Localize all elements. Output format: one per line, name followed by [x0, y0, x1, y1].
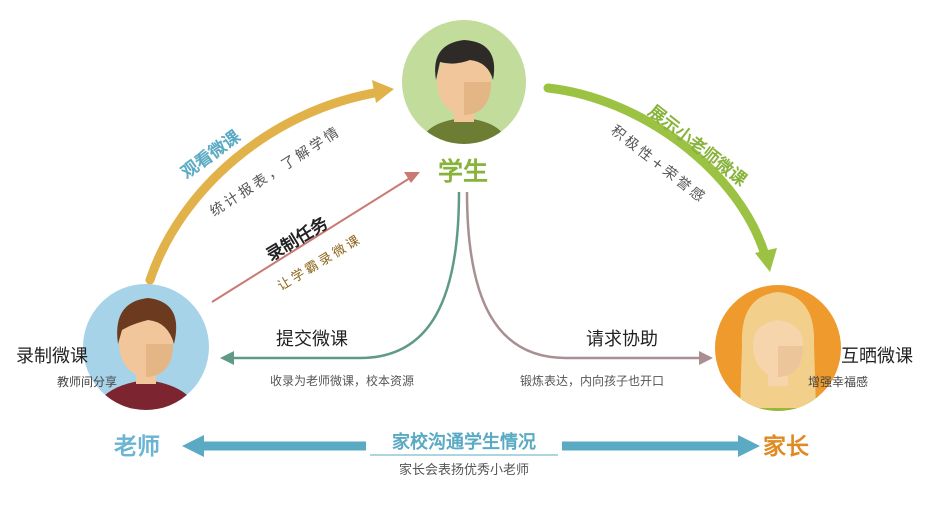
- watch-arrow: [145, 87, 385, 285]
- submit-title: 提交微课: [276, 329, 348, 350]
- show-arrowhead: [755, 248, 777, 272]
- submit-arrowhead: [220, 351, 234, 365]
- teacher-label: 老师: [113, 434, 160, 460]
- teacher-avatar: [83, 284, 209, 410]
- help-arrow: [465, 191, 700, 360]
- parent-avatar: [715, 285, 841, 411]
- submit-sub: 收录为老师微课，校本资源: [270, 373, 414, 388]
- share-sub: 增强幸福感: [808, 374, 868, 389]
- help-sub: 锻炼表达，内向孩子也开口: [520, 373, 664, 388]
- comm-sub: 家长会表扬优秀小老师: [399, 462, 529, 478]
- watch-arrowhead: [372, 80, 394, 103]
- help-arrowhead: [699, 351, 713, 365]
- task-arrowhead: [404, 172, 420, 183]
- show-arrow: [543, 83, 771, 263]
- help-title: 请求协助: [586, 329, 658, 350]
- task-arrow: [211, 177, 411, 303]
- comm-arrowhead-right: [738, 435, 760, 457]
- student-label: 学生: [438, 157, 488, 186]
- comm-title: 家校沟通学生情况: [392, 431, 536, 453]
- show-title: 展示小老师微课: [644, 101, 751, 191]
- share-title: 互晒微课: [841, 346, 913, 367]
- comm-arrowhead-left: [182, 435, 204, 457]
- record-sub: 教师间分享: [57, 374, 117, 389]
- record-title: 录制微课: [16, 346, 88, 367]
- submit-arrow: [232, 191, 461, 360]
- student-avatar: [402, 20, 526, 144]
- parent-label: 家长: [763, 433, 810, 460]
